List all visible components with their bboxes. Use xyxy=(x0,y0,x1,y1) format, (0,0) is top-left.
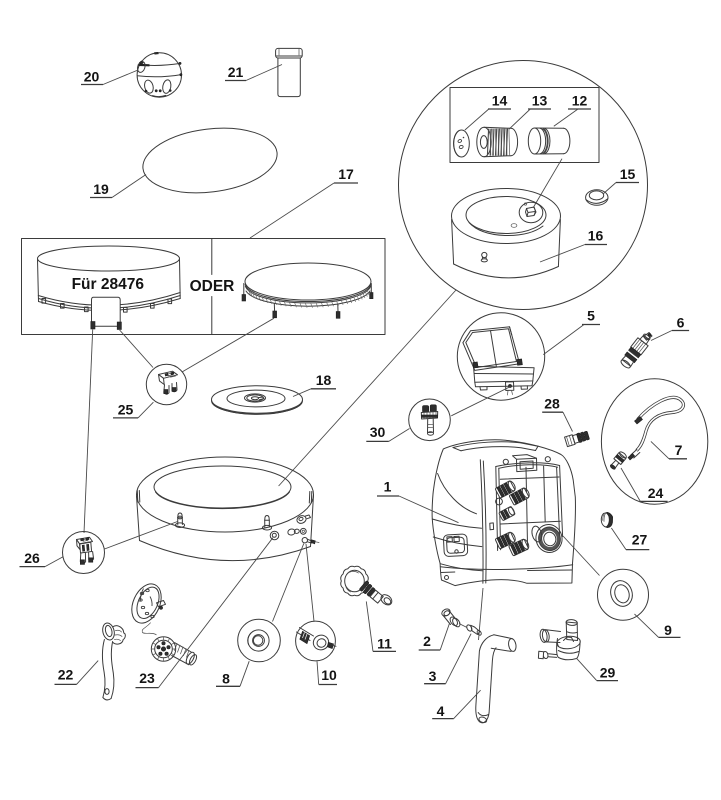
svg-text:20: 20 xyxy=(84,69,100,85)
svg-text:13: 13 xyxy=(532,93,548,109)
svg-text:30: 30 xyxy=(370,424,386,440)
svg-text:23: 23 xyxy=(139,670,155,686)
svg-text:14: 14 xyxy=(492,93,508,109)
svg-text:18: 18 xyxy=(316,372,332,388)
svg-text:15: 15 xyxy=(620,166,636,182)
svg-text:6: 6 xyxy=(677,314,685,330)
svg-text:26: 26 xyxy=(24,550,40,566)
svg-text:29: 29 xyxy=(600,665,616,681)
svg-text:8: 8 xyxy=(222,670,230,686)
svg-text:17: 17 xyxy=(338,166,354,182)
svg-text:16: 16 xyxy=(588,228,604,244)
svg-text:27: 27 xyxy=(632,532,648,548)
svg-text:19: 19 xyxy=(93,181,109,197)
svg-text:2: 2 xyxy=(423,633,431,649)
svg-text:4: 4 xyxy=(437,703,445,719)
svg-text:11: 11 xyxy=(377,635,392,651)
svg-text:21: 21 xyxy=(228,64,244,80)
svg-text:28: 28 xyxy=(544,396,560,412)
svg-text:5: 5 xyxy=(587,308,595,324)
svg-text:1: 1 xyxy=(384,478,392,494)
svg-text:12: 12 xyxy=(572,93,588,109)
svg-text:10: 10 xyxy=(321,667,337,683)
svg-text:Für 28476: Für 28476 xyxy=(72,276,145,293)
svg-text:3: 3 xyxy=(429,668,437,684)
svg-text:9: 9 xyxy=(664,622,672,638)
svg-text:24: 24 xyxy=(648,485,664,501)
svg-text:7: 7 xyxy=(675,442,683,458)
svg-text:25: 25 xyxy=(118,401,134,417)
svg-text:22: 22 xyxy=(58,666,74,682)
svg-text:ODER: ODER xyxy=(190,278,235,295)
